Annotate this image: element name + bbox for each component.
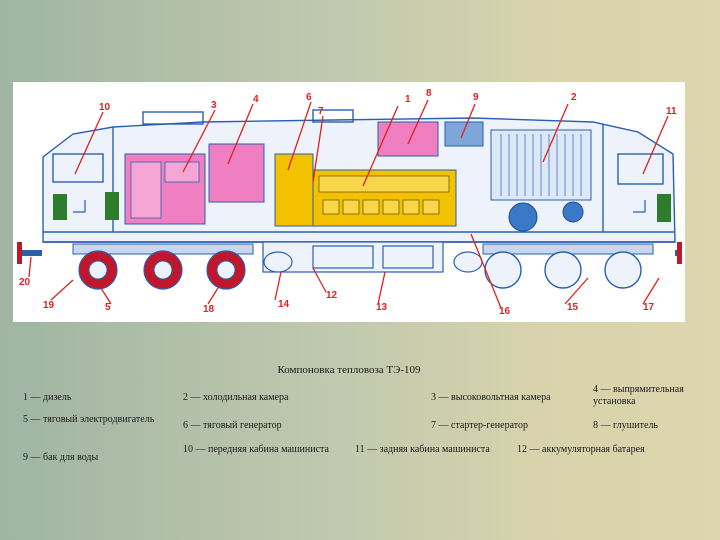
couplers [17, 242, 682, 264]
muffler [377, 121, 439, 157]
callout-17: 17 [643, 302, 655, 313]
high-voltage-chamber [124, 143, 265, 225]
callout-11: 11 [666, 106, 677, 117]
callout-6: 6 [306, 92, 312, 103]
front-cab [53, 192, 119, 220]
callout-8: 8 [426, 88, 432, 99]
locomotive-diagram [17, 99, 682, 309]
callout-20: 20 [19, 277, 31, 288]
legend-item-7: 7 — стартер-генератор [431, 420, 528, 431]
rear-bogie [482, 243, 654, 289]
cooling-chamber [490, 129, 592, 232]
callout-1: 1 [405, 94, 411, 105]
legend-item-5: 5 — тяговый электродвигатель [23, 414, 155, 425]
callout-18: 18 [203, 304, 215, 315]
callout-5: 5 [105, 302, 111, 313]
legend-item-4: 4 — выпрямительная установка [593, 384, 684, 407]
legend-item-3: 3 — высоковольтная камера [431, 392, 551, 403]
callout-3: 3 [211, 100, 217, 111]
caption: Компоновка тепловоза ТЭ-109 1 — дизель 2… [13, 352, 703, 532]
underframe [262, 241, 483, 273]
callout-10: 10 [99, 102, 111, 113]
callout-16: 16 [499, 306, 511, 317]
diagram-title: Компоновка тепловоза ТЭ-109 [277, 364, 421, 376]
legend-item-11: 11 — задняя кабина машиниста [355, 444, 490, 455]
callout-13: 13 [376, 302, 388, 313]
callout-14: 14 [278, 299, 290, 310]
rear-cab [633, 194, 671, 222]
diesel-engine [274, 153, 457, 227]
callout-19: 19 [43, 300, 55, 311]
callout-2: 2 [571, 92, 577, 103]
callout-12: 12 [326, 290, 338, 301]
legend-item-6: 6 — тяговый генератор [183, 420, 282, 431]
legend-item-9: 9 — бак для воды [23, 452, 99, 463]
legend-item-1: 1 — дизель [23, 392, 72, 403]
legend-item-10: 10 — передняя кабина машиниста [183, 444, 329, 455]
legend-item-2: 2 — холодильная камера [183, 392, 289, 403]
callout-7: 7 [318, 106, 324, 117]
rectifier-unit [444, 121, 484, 147]
callout-15: 15 [567, 302, 579, 313]
front-bogie [72, 243, 254, 290]
callout-leaders [28, 99, 669, 309]
legend-item-12: 12 — аккумуляторная батарея [517, 444, 645, 455]
callout-9: 9 [473, 92, 479, 103]
legend-item-8: 8 — глушитель [593, 420, 658, 431]
callout-4: 4 [253, 94, 259, 105]
